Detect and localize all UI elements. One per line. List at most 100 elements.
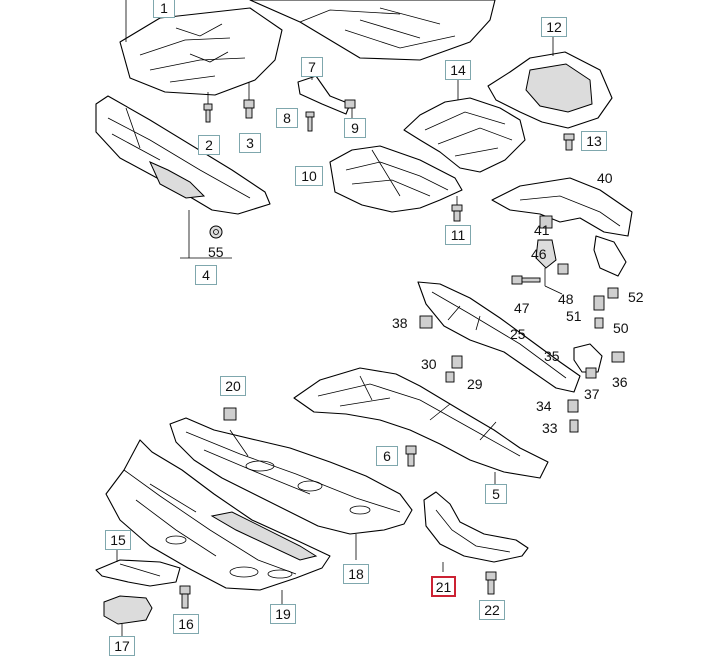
callout-4[interactable]: 4: [195, 265, 217, 285]
part-20-clip: [223, 407, 237, 421]
callout-22-label: 22: [484, 602, 500, 618]
part-8-screw: [305, 111, 315, 132]
callout-1[interactable]: 1: [153, 0, 175, 18]
callout-16-label: 16: [178, 616, 194, 632]
part-9-nut: [344, 99, 356, 118]
part-38-clip: [419, 315, 433, 329]
part-50-screw: [594, 317, 604, 329]
callout-6[interactable]: 6: [376, 446, 398, 466]
callout-21-label: 21: [435, 579, 452, 595]
part-4-front-underbody-panel: [95, 95, 271, 259]
callout-4-label: 4: [202, 267, 210, 283]
callout-3[interactable]: 3: [239, 133, 261, 153]
label-40[interactable]: 40: [597, 170, 613, 186]
label-41[interactable]: 41: [534, 222, 550, 238]
callout-7[interactable]: 7: [301, 57, 323, 77]
callout-2-label: 2: [205, 137, 213, 153]
callout-15[interactable]: 15: [105, 530, 131, 550]
part-34-clip: [567, 399, 579, 413]
part-46-bracket: [535, 239, 557, 269]
part-35-bracket: [573, 343, 603, 373]
bolt-6: [405, 445, 417, 467]
callout-18-label: 18: [348, 566, 364, 582]
label-50[interactable]: 50: [613, 320, 629, 336]
callout-18[interactable]: 18: [343, 564, 369, 584]
part-47-bolt: [511, 275, 541, 285]
callout-13-label: 13: [586, 133, 602, 149]
bolt-3: [243, 82, 255, 119]
callout-14-label: 14: [450, 62, 466, 78]
callout-20[interactable]: 20: [220, 376, 246, 396]
label-48[interactable]: 48: [558, 291, 574, 307]
callout-8[interactable]: 8: [276, 108, 298, 128]
label-33[interactable]: 33: [542, 420, 558, 436]
callout-7-label: 7: [308, 59, 316, 75]
bolt-2: [203, 92, 213, 123]
callout-11[interactable]: 11: [445, 225, 471, 245]
label-46[interactable]: 46: [531, 246, 547, 262]
part-48-nut: [544, 263, 569, 295]
label-25[interactable]: 25: [510, 326, 526, 342]
part-14-heat-shield: [403, 80, 526, 173]
callout-17[interactable]: 17: [109, 636, 135, 656]
callout-21-selected[interactable]: 21: [431, 576, 456, 597]
callout-6-label: 6: [383, 448, 391, 464]
bolt-11: [451, 196, 463, 222]
part-36-bolt: [611, 351, 625, 363]
callout-12[interactable]: 12: [541, 17, 567, 37]
callout-13[interactable]: 13: [581, 131, 607, 151]
callout-19[interactable]: 19: [270, 604, 296, 624]
part-55-clip: [209, 225, 223, 239]
callout-9[interactable]: 9: [344, 118, 366, 138]
part-37-nut: [585, 367, 597, 379]
callout-8-label: 8: [283, 110, 291, 126]
bolt-16: [179, 585, 191, 609]
callout-5-label: 5: [492, 486, 500, 502]
label-36[interactable]: 36: [612, 374, 628, 390]
label-30[interactable]: 30: [421, 356, 437, 372]
part-33-screw: [569, 419, 579, 433]
label-51[interactable]: 51: [566, 308, 582, 324]
part-41-clip: [539, 215, 553, 229]
callout-19-label: 19: [275, 606, 291, 622]
part-18-underbody-panel: [169, 417, 413, 560]
part-19-underbody-panel: [105, 439, 331, 604]
callout-16[interactable]: 16: [173, 614, 199, 634]
callout-15-label: 15: [110, 532, 126, 548]
callout-22[interactable]: 22: [479, 600, 505, 620]
part-40-shield: [491, 177, 633, 277]
part-10-heat-shield: [329, 145, 463, 213]
callout-5[interactable]: 5: [485, 484, 507, 504]
label-55[interactable]: 55: [208, 244, 224, 260]
callout-2[interactable]: 2: [198, 135, 220, 155]
body-section-top: [249, 0, 496, 61]
callout-20-label: 20: [225, 378, 241, 394]
part-12-heat-shield: [487, 36, 613, 129]
part-15-bracket: [95, 548, 181, 587]
label-29[interactable]: 29: [467, 376, 483, 392]
label-34[interactable]: 34: [536, 398, 552, 414]
callout-1-label: 1: [160, 0, 168, 16]
callout-9-label: 9: [351, 120, 359, 136]
part-30-grommet: [451, 355, 463, 369]
part-52-screw: [607, 287, 619, 299]
label-47[interactable]: 47: [514, 300, 530, 316]
part-17-pad: [103, 595, 153, 636]
callout-3-label: 3: [246, 135, 254, 151]
part-25-cross-member: [417, 281, 581, 393]
label-35[interactable]: 35: [544, 348, 560, 364]
part-5-central-underbody-panel: [293, 367, 549, 484]
callout-14[interactable]: 14: [445, 60, 471, 80]
label-38[interactable]: 38: [392, 315, 408, 331]
callout-17-label: 17: [114, 638, 130, 654]
callout-11-label: 11: [450, 227, 466, 243]
callout-10[interactable]: 10: [295, 166, 323, 186]
part-21-deflector: [423, 491, 529, 572]
callout-12-label: 12: [546, 19, 562, 35]
label-52[interactable]: 52: [628, 289, 644, 305]
part-29-screw: [445, 371, 455, 383]
label-37[interactable]: 37: [584, 386, 600, 402]
callout-10-label: 10: [301, 168, 317, 184]
bolt-13: [563, 133, 575, 151]
